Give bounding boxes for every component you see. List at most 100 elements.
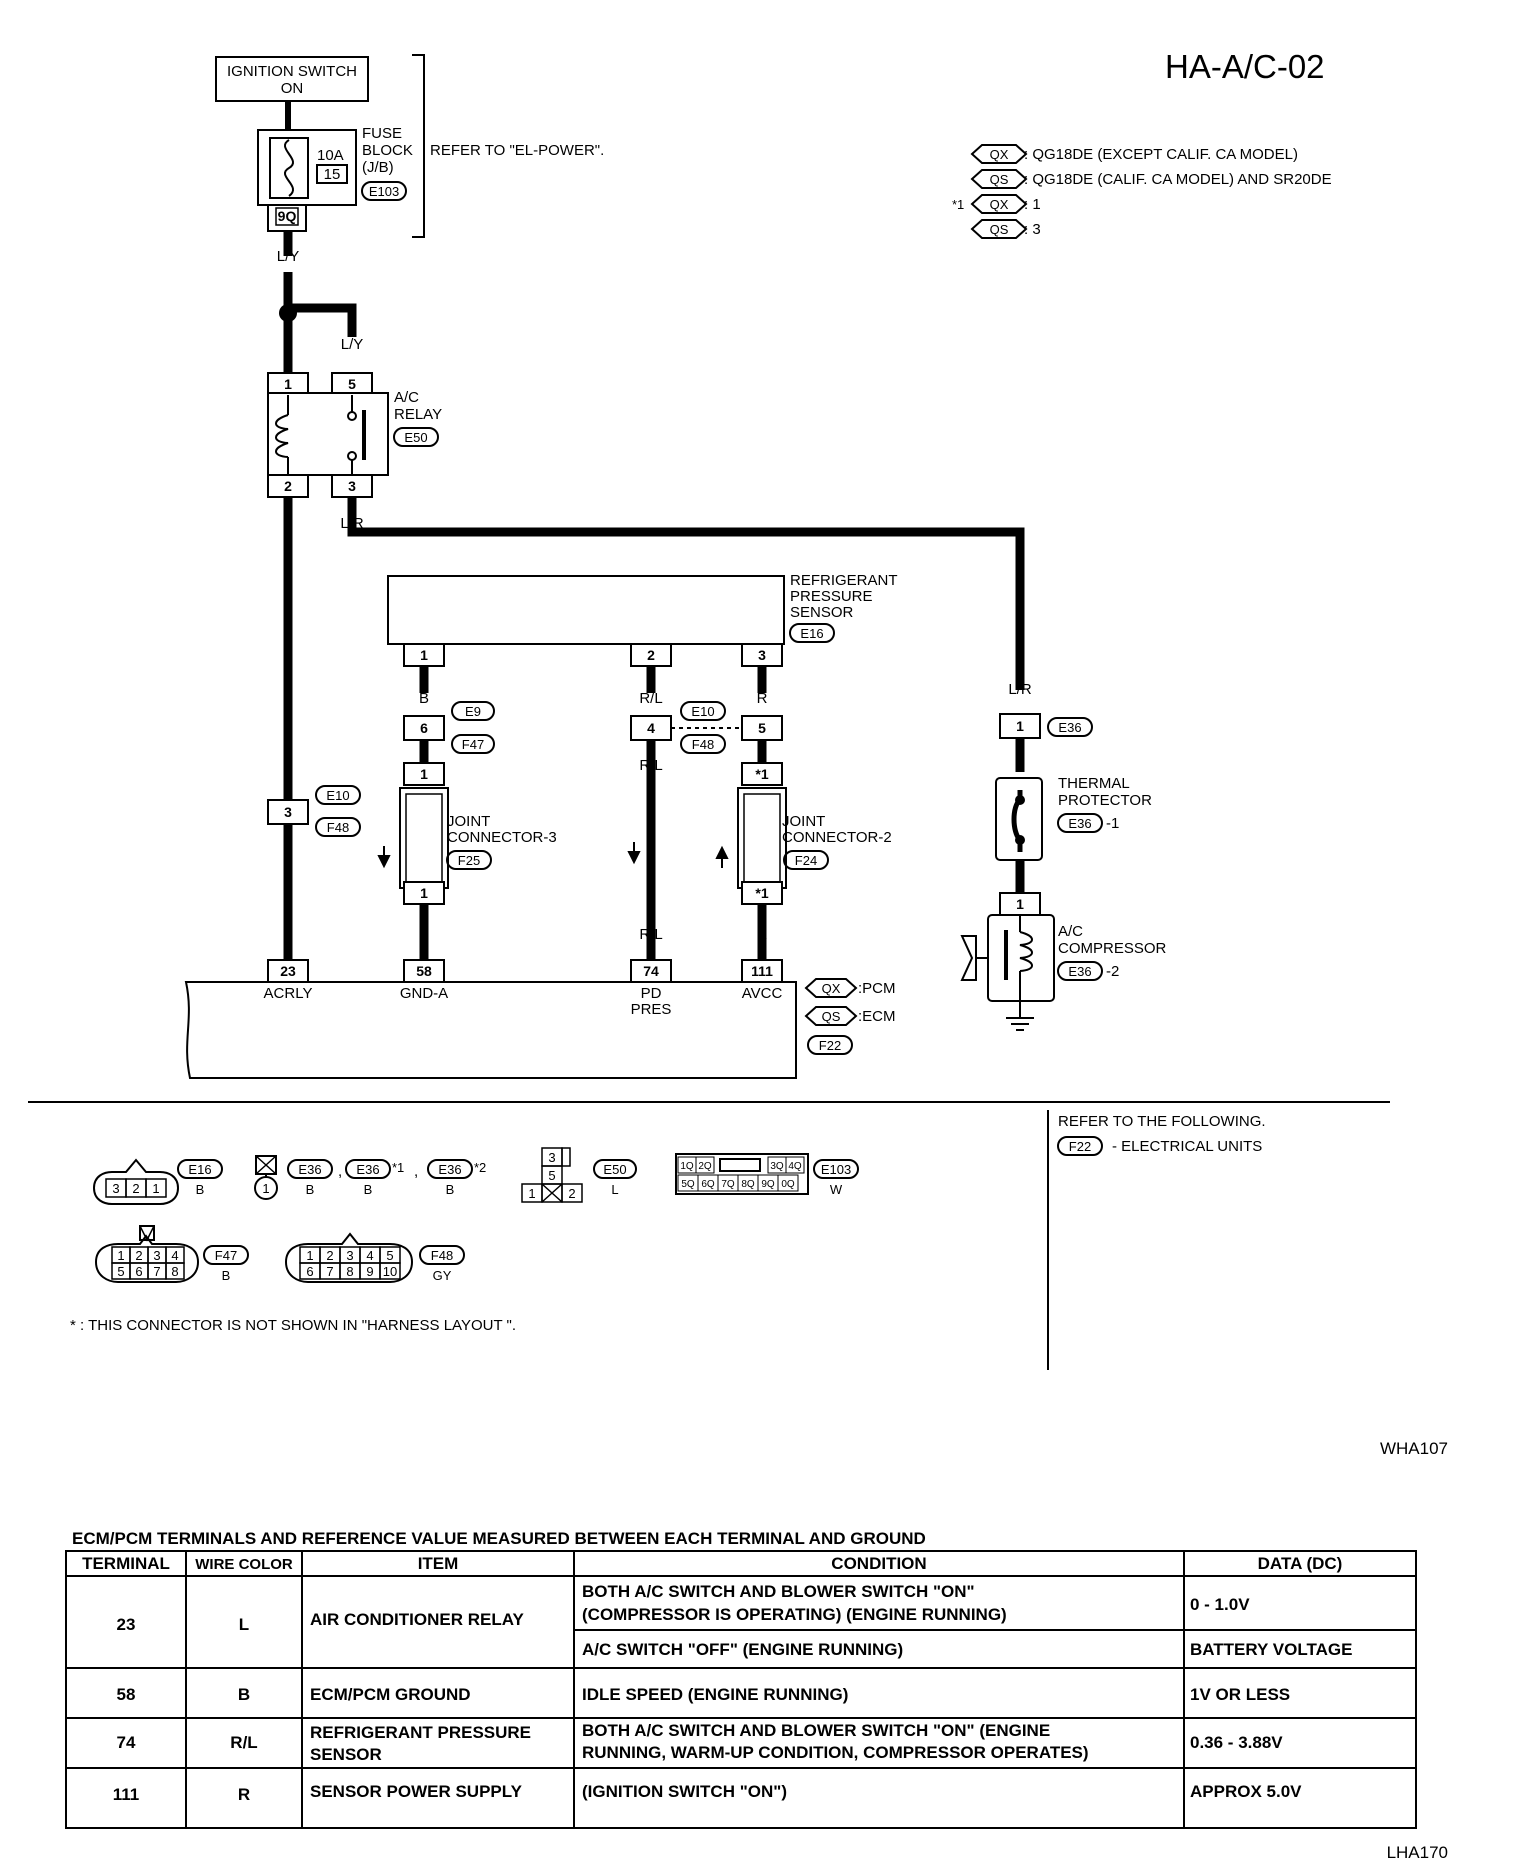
ac-relay: 1 5 2 3 A/C RELAY E50 [267, 372, 442, 498]
cell-condition: RUNNING, WARM-UP CONDITION, COMPRESSOR O… [582, 1743, 1089, 1762]
ecm-label-pres: PRES [631, 1001, 672, 1018]
cell-condition: (COMPRESSOR IS OPERATING) (ENGINE RUNNIN… [582, 1605, 1007, 1624]
ecm-pin-111: 111 [751, 963, 773, 979]
table-row: 74 R/L REFRIGERANT PRESSURE SENSOR BOTH … [117, 1721, 1284, 1764]
refer-following: REFER TO THE FOLLOWING. F22 - ELECTRICAL… [1057, 1113, 1266, 1156]
sensor-label-1: REFRIGERANT [790, 572, 898, 589]
e36-view-sup-2: *2 [474, 1160, 486, 1175]
e50-view-color: L [611, 1182, 618, 1197]
joint3-connector-code: F25 [458, 853, 480, 868]
e103-view-code: E103 [821, 1162, 851, 1177]
thermal-protector: THERMAL PROTECTOR E36 -1 [995, 775, 1152, 861]
cell-condition: BOTH A/C SWITCH AND BLOWER SWITCH "ON" (… [582, 1721, 1050, 1740]
f48-pin-1: 1 [306, 1248, 313, 1263]
sensor-label-2: PRESSURE [790, 588, 873, 605]
e50-view-pin-5: 5 [548, 1168, 555, 1183]
cell-item: SENSOR [310, 1745, 382, 1764]
cell-data: 0.36 - 3.88V [1190, 1733, 1283, 1752]
qs-badge-shape-2 [970, 219, 1028, 239]
cell-terminal: 111 [113, 1785, 140, 1804]
code-e36-inline: E36 [1058, 720, 1081, 735]
wire-color-b-5: B [419, 926, 429, 943]
cell-item: SENSOR POWER SUPPLY [310, 1782, 523, 1801]
qx-badge-shape [970, 144, 1028, 164]
diagram-title: HA-A/C-02 [1165, 48, 1325, 85]
e36-view-pin: 1 [262, 1181, 269, 1196]
fuse-number: 15 [324, 166, 341, 183]
f47-pin-7: 7 [153, 1264, 160, 1279]
code-e10-b: E10 [326, 788, 349, 803]
legend-prefix: *1 [952, 197, 964, 212]
f47-pin-5: 5 [117, 1264, 124, 1279]
joint3-pin-top: 1 [420, 766, 428, 782]
f48-pin-2: 2 [326, 1248, 333, 1263]
e36-view-sep-1: , [338, 1163, 342, 1180]
wire-color-lr-2: L/R [1008, 681, 1032, 698]
fuse-block-line2: BLOCK [362, 142, 413, 159]
qx-badge-label: QX [990, 147, 1009, 162]
header-data: DATA (DC) [1258, 1554, 1343, 1573]
cell-terminal: 58 [117, 1685, 136, 1704]
inline-pin-3: 3 [284, 804, 292, 820]
joint2-label-2: CONNECTOR-2 [782, 829, 892, 846]
e103-pin-9q: 9Q [761, 1179, 775, 1190]
qs-badge-label-2: QS [990, 222, 1009, 237]
thermal-label-2: PROTECTOR [1058, 792, 1152, 809]
sensor-pin-3: 3 [758, 647, 766, 663]
cell-condition: A/C SWITCH "OFF" (ENGINE RUNNING) [582, 1640, 903, 1659]
f47-pin-4: 4 [171, 1248, 178, 1263]
wire-color-r-3: R [757, 926, 768, 943]
legend-row-2: QS : QG18DE (CALIF. CA MODEL) AND SR20DE [970, 169, 1332, 189]
wire-color-l-2: L [284, 767, 292, 784]
ignition-switch: IGNITION SWITCH ON [215, 56, 369, 102]
wire-color-ly-2: L/Y [341, 336, 364, 353]
joint3-label-2: CONNECTOR-3 [447, 829, 557, 846]
legend-text-3: : 1 [1024, 196, 1041, 213]
fuse-block-line3: (J/B) [362, 159, 394, 176]
connector-view-e36: 1 E36 B , E36 *1 B , E36 *2 B [254, 1155, 486, 1200]
f47-pin-1: 1 [117, 1248, 124, 1263]
figure-code-wha107: WHA107 [1380, 1439, 1448, 1458]
qs-badge-label: QS [990, 172, 1009, 187]
table-row: 23 L AIR CONDITIONER RELAY BOTH A/C SWIT… [117, 1582, 1353, 1659]
e103-view-color: W [830, 1182, 843, 1197]
arrow-down-icon [377, 846, 391, 869]
compressor-label-2: COMPRESSOR [1058, 940, 1167, 957]
f48-view-color: GY [433, 1268, 452, 1283]
ignition-switch-label: IGNITION SWITCH [227, 63, 357, 80]
refer-el-power: REFER TO "EL-POWER". [430, 142, 604, 159]
code-f48-b: F48 [327, 820, 349, 835]
connector-view-e50: 3 5 1 2 E50 L [521, 1147, 637, 1203]
relay-pin-1: 1 [284, 376, 292, 392]
cell-condition: (IGNITION SWITCH "ON") [582, 1782, 787, 1801]
cell-data: 1V OR LESS [1190, 1685, 1290, 1704]
e36-view-code-3: E36 [438, 1162, 461, 1177]
e103-pin-0q: 0Q [781, 1179, 795, 1190]
e103-pin-6q: 6Q [701, 1179, 715, 1190]
legend-row-1: QX : QG18DE (EXCEPT CALIF. CA MODEL) [970, 144, 1298, 164]
legend-text-2: : QG18DE (CALIF. CA MODEL) AND SR20DE [1024, 171, 1332, 188]
wire-color-rl-1: R/L [639, 690, 662, 707]
ecm-pin-23: 23 [280, 963, 296, 979]
e50-view-code: E50 [603, 1162, 626, 1177]
cell-data: BATTERY VOLTAGE [1190, 1640, 1352, 1659]
e103-pin-8q: 8Q [741, 1179, 755, 1190]
ac-compressor: 1 A/C COMPRESSOR E36 -2 [960, 892, 1167, 1031]
cell-terminal: 74 [117, 1733, 136, 1752]
f48-pin-8: 8 [346, 1264, 353, 1279]
compressor-label-1: A/C [1058, 923, 1083, 940]
e16-pin-2: 2 [132, 1181, 139, 1196]
f47-pin-6: 6 [135, 1264, 142, 1279]
joint2-pin-top: *1 [755, 766, 768, 782]
f47-view-code: F47 [215, 1248, 237, 1263]
sensor-pin-1: 1 [420, 647, 428, 663]
fuse-rating: 10A [317, 147, 344, 164]
code-f47: F47 [462, 737, 484, 752]
ecm-pcm-unit: 23 58 74 111 ACRLY GND-A PD PRES AVCC QX… [184, 959, 896, 1079]
relay-connector-code: E50 [404, 430, 427, 445]
cell-condition: IDLE SPEED (ENGINE RUNNING) [582, 1685, 848, 1704]
fuse-icon [284, 139, 294, 197]
figure-code-lha170: LHA170 [1387, 1843, 1448, 1862]
inline-pin-1: 1 [1016, 718, 1024, 734]
ecm-label-gnda: GND-A [400, 985, 448, 1002]
